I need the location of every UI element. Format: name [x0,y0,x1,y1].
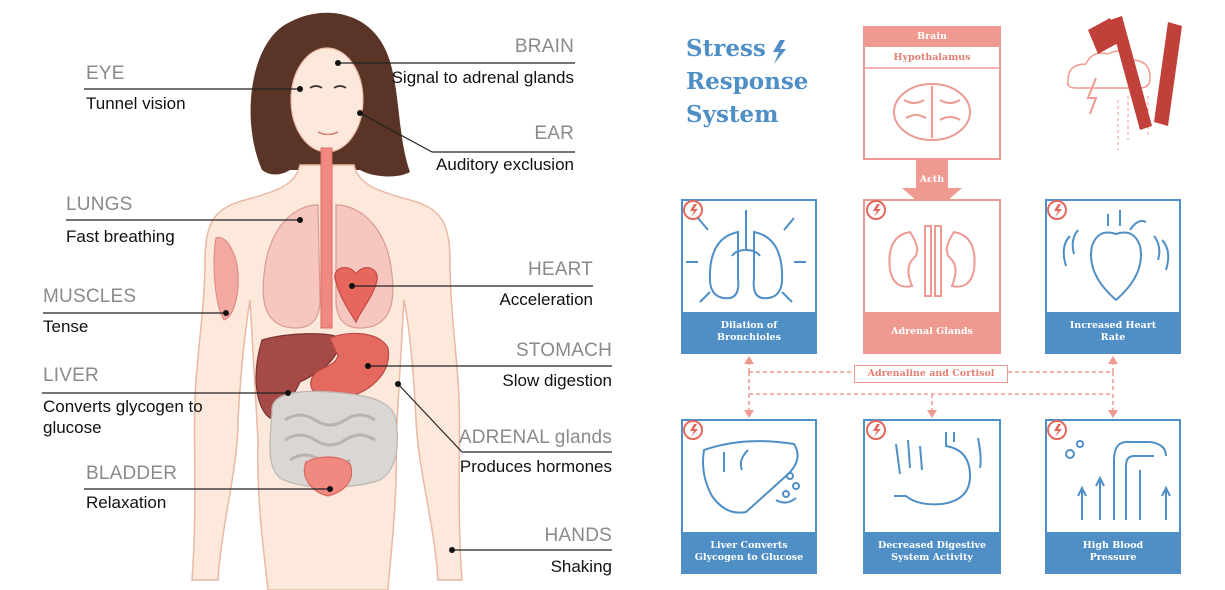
storm-cloud-icon [1066,16,1182,150]
effect-adrenal: Produces hormones [459,457,612,476]
caption-blood-pressure: High Blood Pressure [1082,540,1144,563]
brain-icon [893,83,971,141]
heart [334,266,378,324]
label-muscles: MUSCLES [43,286,137,307]
label-bladder: BLADDER [86,463,178,484]
stomach-icon [894,432,982,506]
label-liver: LIVER [43,365,99,386]
arm-muscle [213,236,239,321]
stress-response-illustration [681,16,1182,574]
brain-header: Brain [917,31,947,42]
kidneys-icon [888,225,976,297]
effect-ear: Auditory exclusion [436,155,574,174]
lightning-icon [773,40,786,64]
effect-brain: Signal to adrenal glands [391,68,574,87]
effect-bladder: Relaxation [86,493,167,512]
anatomical-heart-icon [1062,210,1170,302]
label-adrenal: ADRENAL glands [458,427,612,448]
diagram-title: Stress Response System [686,35,809,128]
lungs-icon [686,210,806,303]
body-diagram-panel: BRAIN Signal to adrenal glands EYE Tunne… [42,12,612,590]
label-stomach: STOMACH [515,340,612,361]
bladder [303,456,353,497]
effect-stomach: Slow digestion [502,371,612,390]
effect-heart: Acceleration [499,290,593,309]
acth-label: Acth [919,174,945,185]
effect-hands: Shaking [550,557,612,576]
caption-liver: Liver Converts Glycogen to Glucose [694,540,804,563]
liver [255,333,341,419]
label-eye: EYE [86,63,125,84]
hypothalamus-label: Hypothalamus [893,52,971,63]
effect-eye: Tunnel vision [86,94,186,113]
trachea [320,147,333,329]
caption-adrenal-glands: Adrenal Glands [891,326,973,337]
stress-response-panel: Stress Response System Brain Hypothalamu… [648,0,1225,590]
caption-digestive: Decreased Digestive System Activity [877,540,987,563]
liver-icon [702,440,800,514]
adrenaline-cortisol-label: Adrenaline and Cortisol [854,365,1008,383]
female-body-illustration [42,12,612,590]
label-brain: BRAIN [514,36,574,57]
caption-bronchioles: Dilation of Bronchioles [717,320,781,343]
label-hands: HANDS [544,525,612,546]
effect-lungs: Fast breathing [66,227,175,246]
bolt-badge-icons [683,200,1067,440]
caption-heart-rate: Increased Heart Rate [1069,320,1157,343]
effect-muscles: Tense [43,317,89,336]
label-ear: EAR [534,123,574,144]
label-lungs: LUNGS [66,194,133,215]
effect-liver: Converts glycogen to glucose [43,397,203,437]
label-heart: HEART [527,259,593,280]
blood-vessel-icon [1065,440,1171,520]
